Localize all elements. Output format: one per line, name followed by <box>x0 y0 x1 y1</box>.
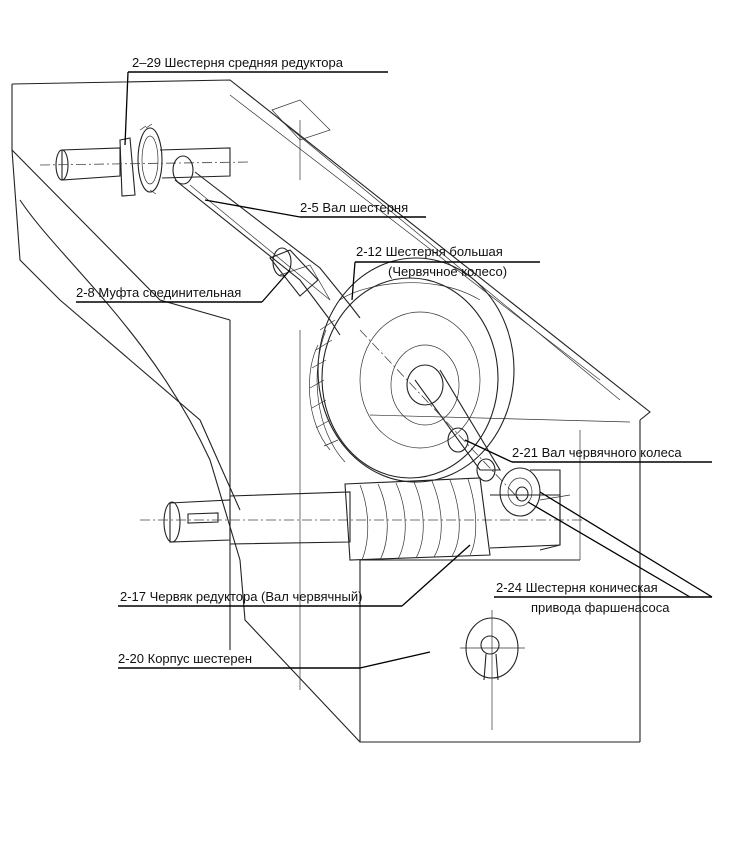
label-worm: 2-17 Червяк редуктора (Вал червячный) <box>120 589 363 604</box>
leader-lines <box>76 71 713 669</box>
label-housing: 2-20 Корпус шестерен <box>118 651 253 666</box>
worm-shaft <box>140 477 590 561</box>
label-middle-gear: 2–29 Шестерня средняя редуктора <box>132 55 343 70</box>
label-pinion-shaft: 2-5 Вал шестерня <box>300 200 409 215</box>
label-worm-wheel: (Червячное колесо) <box>388 264 508 279</box>
gear-housing <box>11 79 651 743</box>
connecting-coupling <box>269 247 331 301</box>
label-bevel-gear-drive: привода фаршенасоса <box>531 600 670 615</box>
label-large-gear: 2-12 Шестерня большая <box>356 244 503 259</box>
worm-wheel <box>309 257 515 483</box>
label-worm-wheel-shaft: 2-21 Вал червячного колеса <box>512 445 682 460</box>
pinion-shaft <box>172 155 361 336</box>
worm-wheel-shaft <box>359 329 521 501</box>
reducer-middle-gear <box>39 123 251 197</box>
label-coupling: 2-8 Муфта соединительная <box>76 285 242 300</box>
keyhole-icon <box>460 610 525 730</box>
label-bevel-gear: 2-24 Шестерня коническая <box>496 580 658 595</box>
